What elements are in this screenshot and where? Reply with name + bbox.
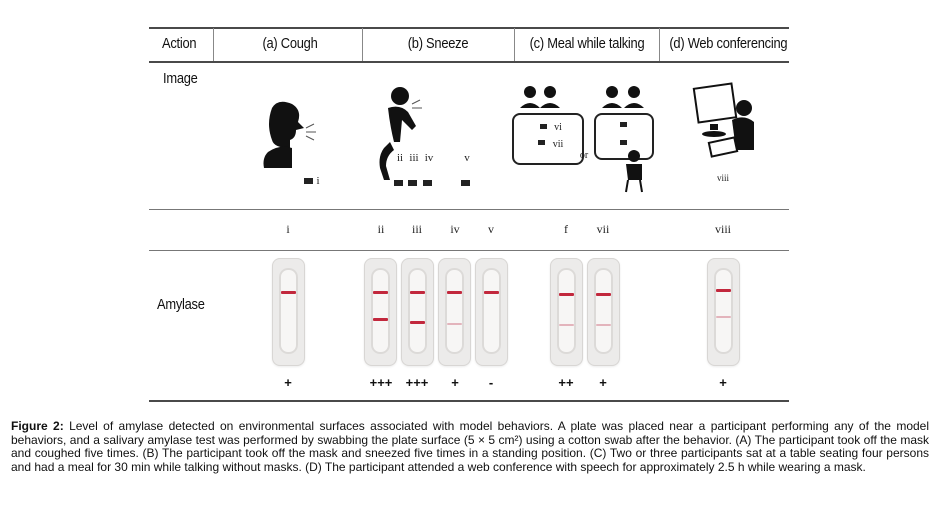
test-strip-viii: [707, 258, 740, 366]
image-row-bottom-rule: [149, 209, 789, 210]
score-ii: +++: [369, 375, 393, 390]
score-v: -: [488, 375, 494, 390]
header-cough: (a) Cough: [262, 35, 318, 52]
row-label-amylase: Amylase: [157, 296, 205, 313]
test-strip-iv: [438, 258, 471, 366]
plate-id-v: v: [488, 222, 494, 236]
figure-caption: Figure 2: Level of amylase detected on e…: [11, 419, 930, 474]
plate-id-vii: vii: [596, 222, 610, 236]
column-divider-3: [514, 28, 515, 61]
sneeze-plates: [394, 180, 470, 186]
sneeze-person-illustration: [379, 87, 422, 180]
image-label-sneeze-iii: iii: [409, 152, 419, 164]
table-bottom-rule: [149, 400, 789, 402]
header-meal: (c) Meal while talking: [529, 35, 645, 52]
header-web: (d) Web conferencing: [669, 35, 788, 52]
test-strip-iii: [401, 258, 434, 366]
score-i: +: [284, 375, 292, 390]
cough-person-illustration: [263, 101, 316, 184]
web-conference-illustration: [692, 82, 754, 158]
plate-id-i: i: [286, 222, 290, 236]
column-divider-4: [659, 28, 660, 61]
test-strip-vii: [587, 258, 620, 366]
score-iv: +: [451, 375, 459, 390]
column-divider-2: [362, 28, 363, 61]
figure-caption-label: Figure 2:: [11, 419, 64, 433]
image-label-sneeze-iv: iv: [424, 152, 434, 164]
image-label-web: viii: [716, 173, 729, 183]
test-strip-f: [550, 258, 583, 366]
test-strip-v: [475, 258, 508, 366]
plate-id-f: f: [564, 222, 568, 236]
score-viii: +: [719, 375, 727, 390]
score-vii: +: [599, 375, 607, 390]
image-label-sneeze-v: v: [464, 152, 470, 164]
meal-table-illustration-1: [512, 86, 584, 165]
meal-table-illustration-2: [594, 86, 654, 193]
header-bottom-rule: [149, 61, 789, 63]
test-strip-i: [272, 258, 305, 366]
image-label-meal-vii: vii: [552, 139, 564, 150]
plate-id-viii: viii: [714, 222, 731, 236]
test-strip-ii: [364, 258, 397, 366]
score-f: ++: [558, 375, 574, 390]
image-label-cough: i: [316, 175, 320, 187]
image-label-sneeze-ii: ii: [396, 152, 404, 164]
column-divider-1: [213, 28, 214, 61]
figure-caption-text: Level of amylase detected on environment…: [11, 419, 930, 474]
id-row-bottom-rule: [149, 250, 789, 251]
table-top-rule: [149, 27, 789, 29]
image-label-meal-or: or: [579, 150, 589, 161]
row-label-image: Image: [163, 70, 198, 87]
plate-id-iv: iv: [450, 222, 460, 236]
plate-id-ii: ii: [377, 222, 385, 236]
image-label-meal-vi: vi: [554, 122, 562, 133]
plate-id-iii: iii: [411, 222, 422, 236]
header-sneeze: (b) Sneeze: [407, 35, 469, 52]
header-action: Action: [162, 35, 197, 52]
score-iii: +++: [405, 375, 429, 390]
